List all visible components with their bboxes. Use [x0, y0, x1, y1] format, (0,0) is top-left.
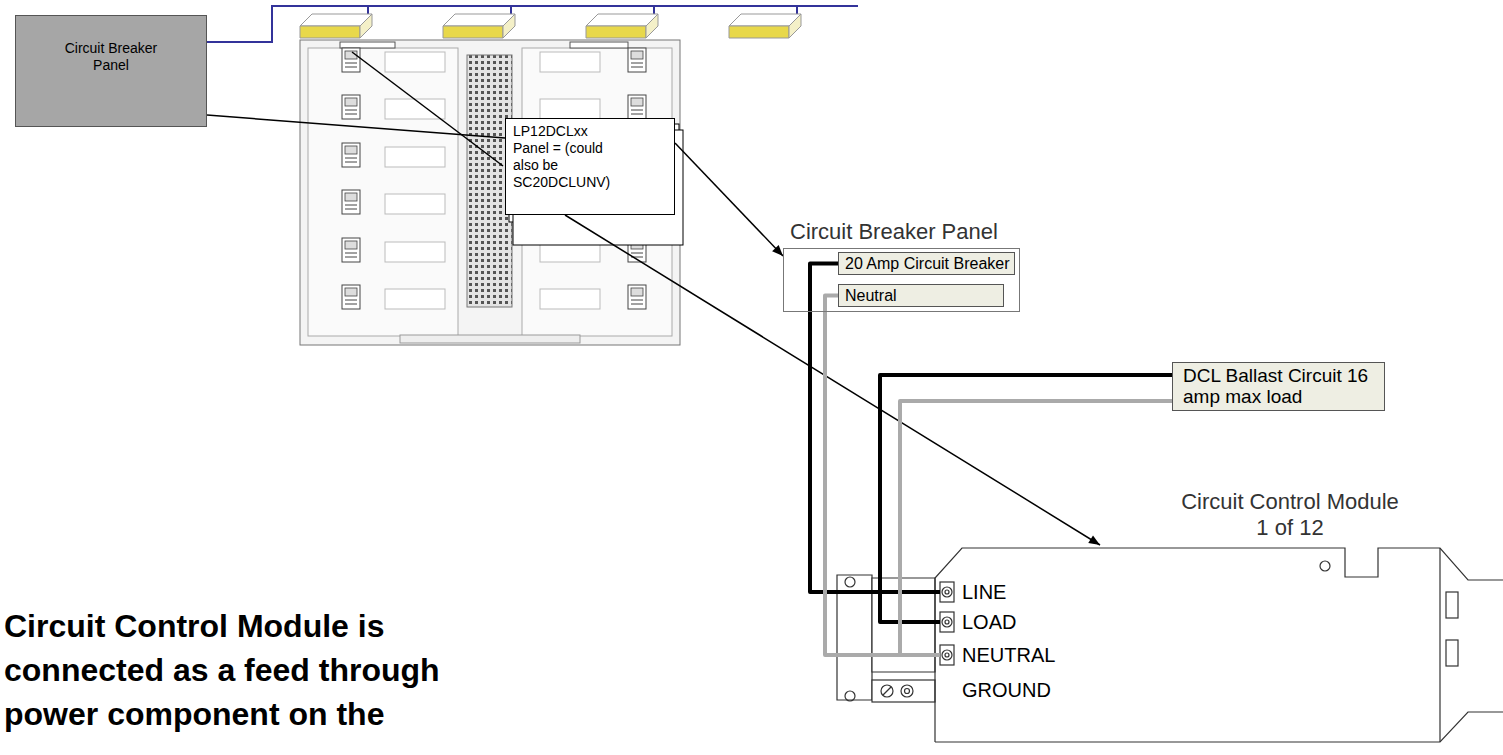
panel-box: Circuit Breaker Panel — [15, 15, 207, 127]
drawing-part — [845, 691, 855, 701]
drawing-part — [881, 685, 893, 697]
box-text: Neutral — [845, 286, 997, 305]
drawing-part — [385, 147, 445, 167]
box-subtext: 1 of 12 — [1160, 515, 1420, 541]
drawing-part — [342, 48, 646, 309]
wire — [810, 264, 940, 593]
breaker-panel-box: Circuit Breaker Panel20 Amp Circuit Brea… — [783, 248, 1020, 312]
module-icon — [342, 95, 360, 119]
connector-line — [675, 143, 783, 256]
module-icon — [342, 143, 360, 167]
wire — [880, 375, 1172, 622]
drawing-part — [540, 99, 600, 119]
module-icon — [342, 238, 360, 262]
connector-line — [880, 375, 1172, 622]
drawing-part — [400, 335, 580, 343]
drawing-part — [945, 653, 949, 657]
lighting-panel — [300, 40, 680, 345]
box-text: 20 Amp Circuit Breaker — [845, 254, 1008, 273]
drawing-part — [935, 548, 1503, 742]
drawing-part — [385, 52, 445, 72]
drawing-part — [905, 689, 910, 694]
drawing-part — [940, 612, 954, 632]
callout-box: LP12DCLxx Panel = (could also be SC20DCL… — [505, 118, 675, 215]
wire — [825, 296, 940, 656]
drawing-part — [845, 577, 855, 587]
heading: Circuit Breaker Panel — [790, 219, 998, 245]
module-icon — [628, 95, 646, 119]
arrow-head — [1088, 535, 1100, 545]
drawing-part — [385, 289, 445, 309]
drawing-part — [586, 14, 658, 38]
module-icon — [628, 285, 646, 309]
drawing-part — [340, 42, 395, 48]
connector-line — [825, 296, 940, 656]
connector-line — [900, 401, 1172, 655]
box-text: Circuit Control Module — [1160, 489, 1420, 515]
connector-line — [207, 115, 505, 138]
ballast-box: DCL Ballast Circuit 16 amp max load — [1172, 362, 1385, 411]
drawing-part — [540, 52, 600, 72]
drawing-part — [360, 14, 372, 38]
drawing-part — [300, 40, 680, 345]
module-icon — [628, 48, 646, 72]
drawing-part — [945, 620, 949, 624]
drawing-part — [901, 685, 913, 697]
drawing-part — [443, 14, 515, 38]
drawing-part — [443, 26, 503, 38]
drawing-part — [570, 42, 628, 48]
drawing-part — [729, 14, 801, 38]
connector-line — [810, 264, 940, 593]
light-fixtures — [300, 14, 801, 38]
drawing-part — [942, 650, 952, 660]
drawing-part — [940, 582, 954, 602]
leader-line — [352, 52, 503, 166]
drawing-part — [942, 617, 952, 627]
drawing-part — [872, 680, 935, 702]
module-icon — [342, 190, 360, 214]
box-text: Circuit Breaker Panel — [790, 219, 998, 245]
drawing-part — [1320, 561, 1330, 571]
drawing-part — [942, 587, 952, 597]
drawing-part — [883, 687, 891, 695]
breaker-box: 20 Amp Circuit Breaker — [838, 252, 1015, 275]
terminal-name: LOAD — [962, 610, 1016, 634]
module-icon — [342, 285, 360, 309]
heading: Circuit Control Module1 of 12 — [1160, 489, 1420, 541]
drawing-part — [503, 14, 515, 38]
wire — [900, 401, 1172, 655]
terminal-name: NEUTRAL — [962, 643, 1055, 667]
leader-arrow — [207, 115, 505, 138]
drawing-part — [940, 645, 954, 665]
drawing-part — [945, 590, 949, 594]
leader-arrow — [675, 143, 783, 256]
terminal-name: LINE — [962, 580, 1006, 604]
arrow-head — [772, 245, 783, 256]
drawing-part — [1446, 592, 1458, 618]
module-icon — [342, 48, 360, 72]
neutral-box: Neutral — [838, 284, 1004, 307]
drawing-part — [586, 26, 646, 38]
note-text: Circuit Control Module is connected as a… — [4, 604, 504, 736]
drawing-part — [300, 26, 360, 38]
drawing-part — [935, 712, 1503, 742]
drawing-part — [729, 26, 789, 38]
drawing-part — [1439, 548, 1440, 742]
drawing-part — [540, 289, 600, 309]
control-module-drawing — [837, 548, 1503, 742]
drawing-part — [308, 48, 458, 336]
box-text: LP12DCLxx Panel = (could also be SC20DCL… — [513, 123, 624, 191]
drawing-part — [385, 194, 445, 214]
feed-wire — [207, 6, 858, 42]
drawing-part — [1446, 640, 1458, 666]
box-text: Circuit Breaker Panel — [52, 40, 170, 74]
drawing-part — [646, 14, 658, 38]
box-text: DCL Ballast Circuit 16 amp max load — [1183, 365, 1376, 407]
drawing-part — [385, 242, 445, 262]
drawing-part — [300, 14, 372, 38]
terminal-name: GROUND — [962, 678, 1051, 702]
drawing-part — [789, 14, 801, 38]
